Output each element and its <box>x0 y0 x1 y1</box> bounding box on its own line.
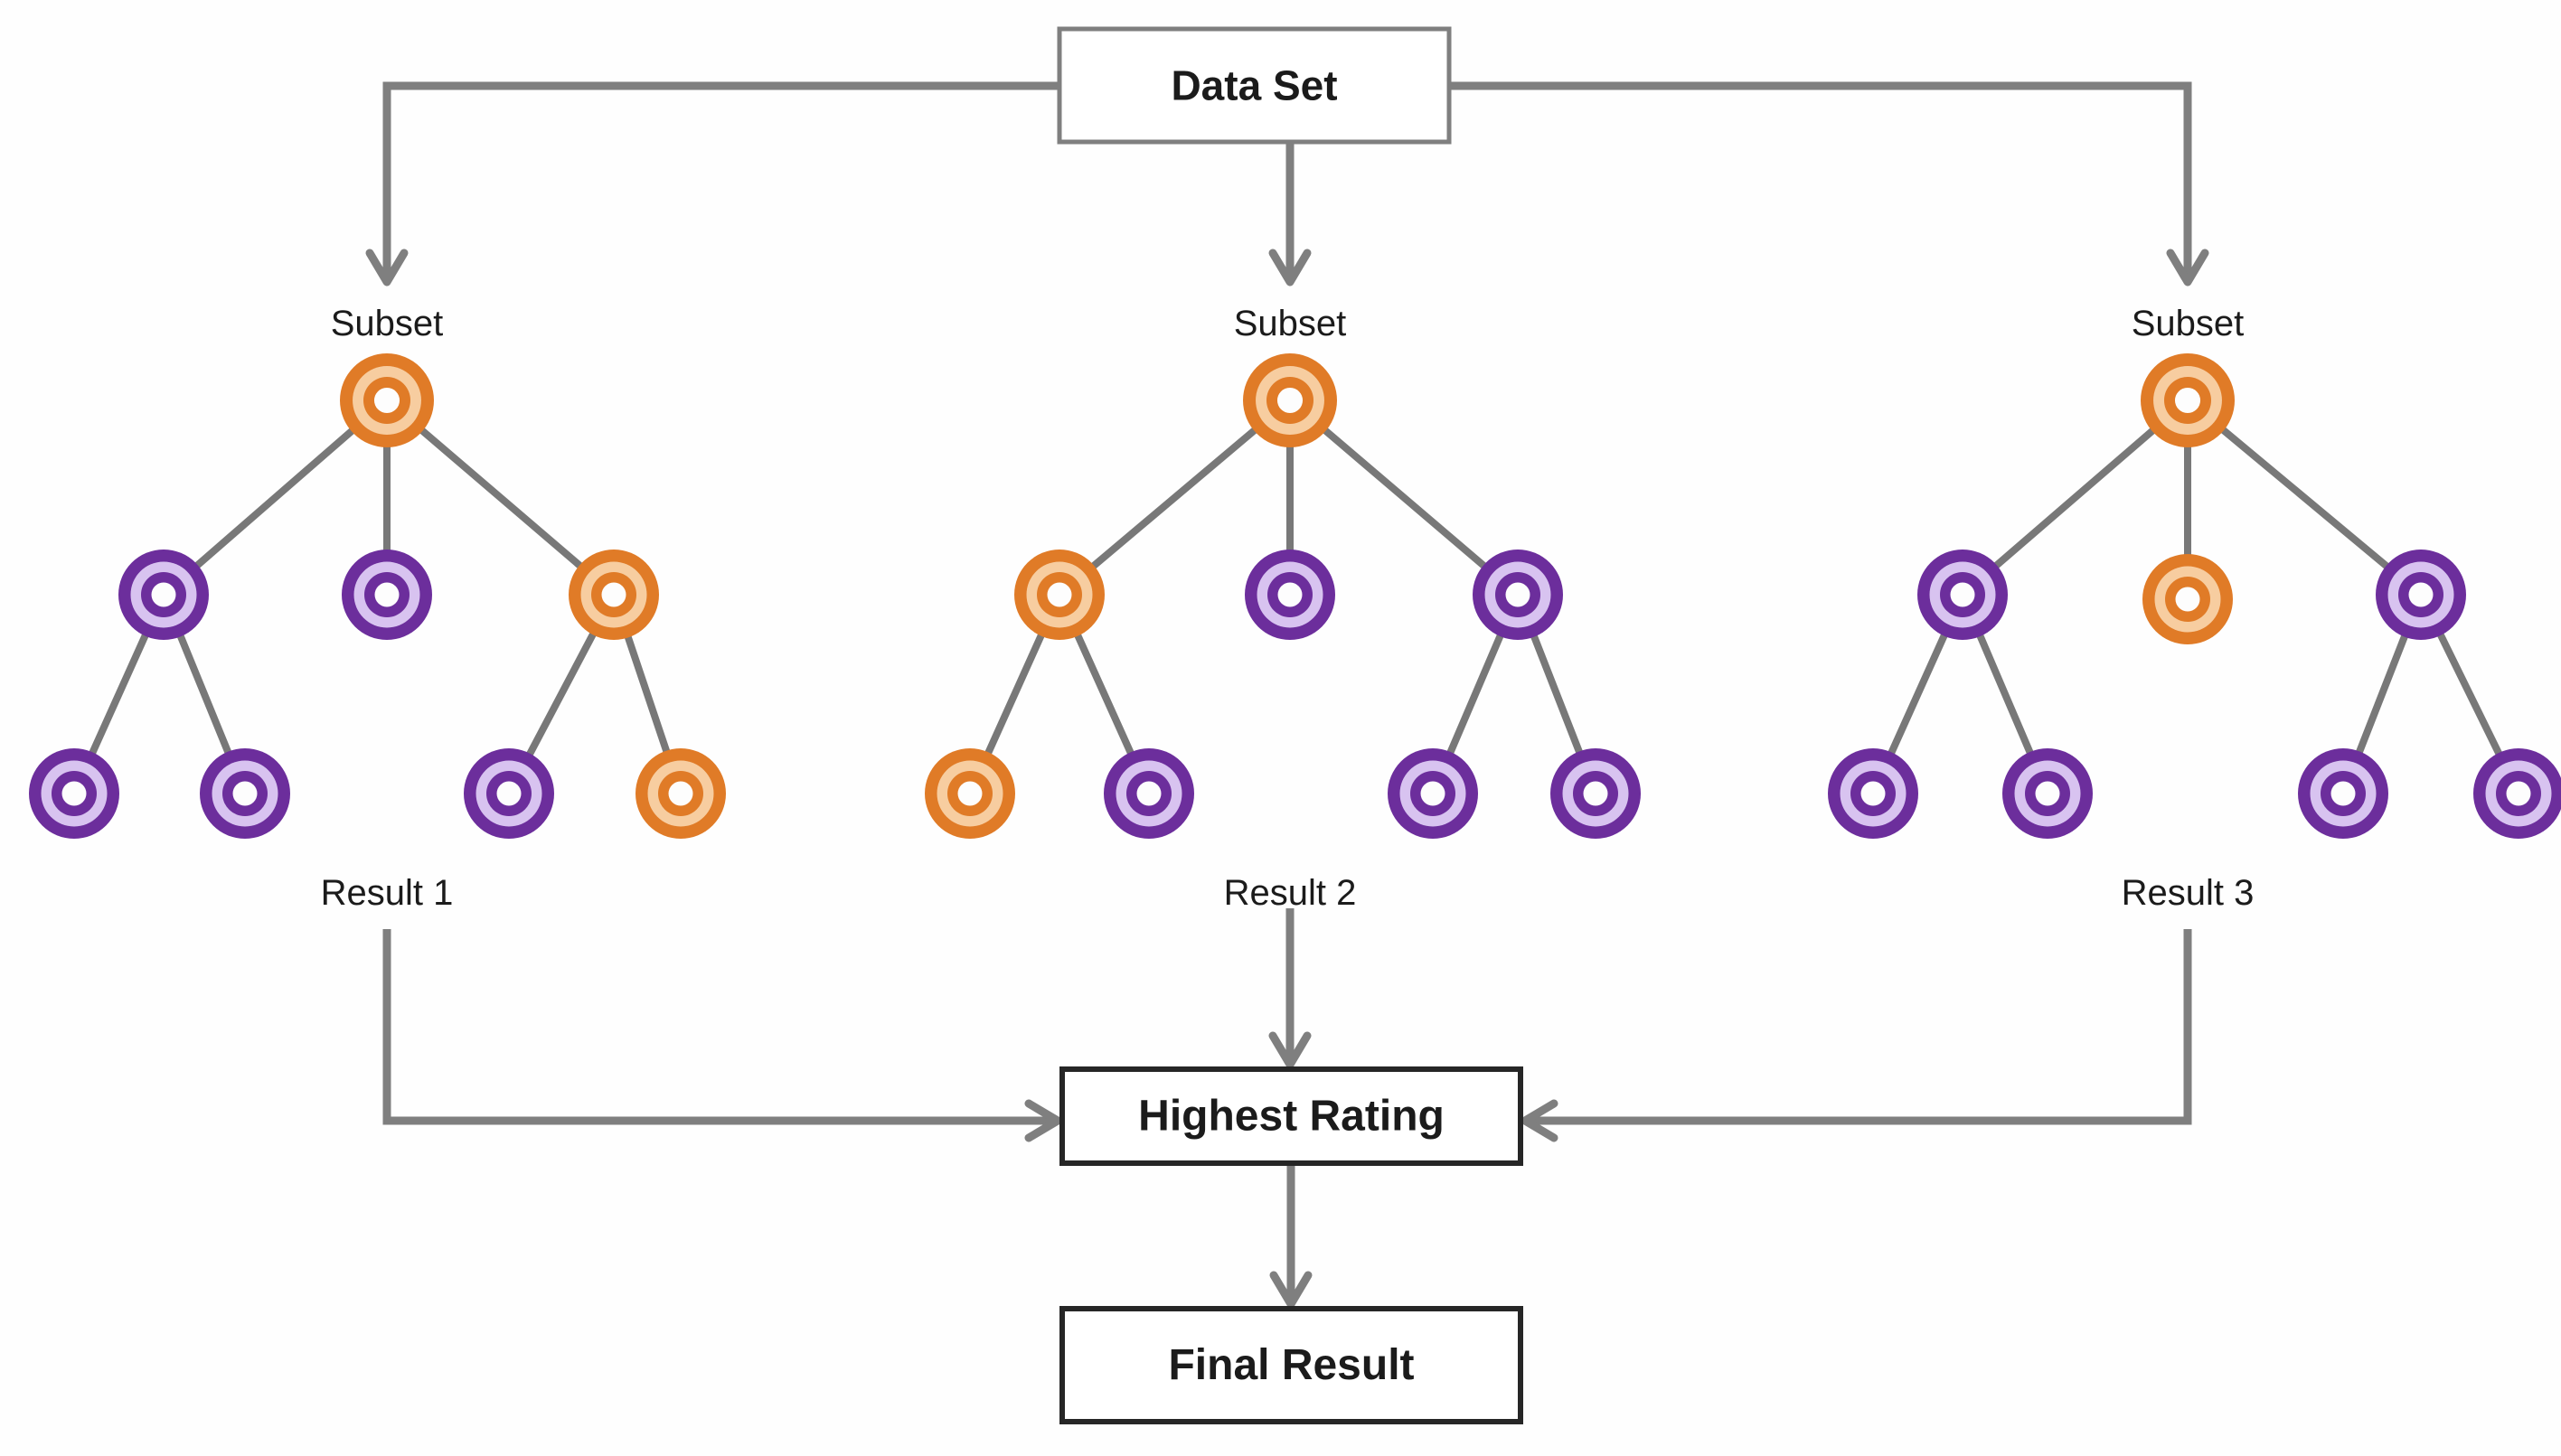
tree-node-orange <box>1243 353 1337 447</box>
tree-edge <box>1286 397 1521 598</box>
arrowhead-dataset-to-subset-2 <box>1268 249 1312 287</box>
tree-edge <box>2184 397 2424 598</box>
node-center <box>957 781 983 806</box>
node-center <box>2035 781 2060 806</box>
tree-node-purple <box>1828 748 1918 839</box>
node-center <box>1583 781 1608 806</box>
box-label-dataset: Data Set <box>1171 62 1337 109</box>
node-center <box>374 582 400 607</box>
tree-node-orange <box>925 748 1015 839</box>
box-rect-dataset <box>1057 26 1452 145</box>
arrowhead-highest-to-final <box>1269 1271 1313 1309</box>
tree-node-orange <box>340 353 434 447</box>
tree-node-orange <box>2141 353 2235 447</box>
box-rect-highest <box>1059 1066 1523 1166</box>
tree-node-orange <box>636 748 726 839</box>
node-center <box>1420 781 1445 806</box>
node-center <box>601 582 626 607</box>
tree-node-purple <box>1917 550 2008 640</box>
node-center <box>496 781 522 806</box>
node-center <box>1276 387 1304 414</box>
label-result-1: Result 1 <box>321 873 454 913</box>
tree-node-purple <box>1388 748 1478 839</box>
box-highest: Highest Rating <box>1059 1066 1523 1166</box>
connector-dataset-to-subset-3 <box>1449 81 2192 277</box>
box-label-highest: Highest Rating <box>1138 1093 1445 1141</box>
box-rect-final <box>1059 1306 1523 1424</box>
tree-edge <box>160 397 391 598</box>
tree-edge <box>1959 397 2191 598</box>
node-center <box>1950 582 1975 607</box>
tree-node-purple <box>1473 550 1563 640</box>
box-final: Final Result <box>1059 1306 1523 1424</box>
tree-node-orange <box>569 550 659 640</box>
tree-node-purple <box>1245 550 1335 640</box>
arrowhead-dataset-to-subset-1 <box>365 249 409 287</box>
node-center <box>2506 781 2531 806</box>
tree-node-purple <box>2376 550 2466 640</box>
tree-1 <box>29 353 726 839</box>
node-center <box>2408 582 2434 607</box>
tree-2 <box>925 353 1641 839</box>
tree-node-purple <box>2298 748 2388 839</box>
node-center <box>668 781 693 806</box>
tree-node-purple <box>342 550 432 640</box>
node-center <box>2174 387 2201 414</box>
tree-node-purple <box>118 550 209 640</box>
label-subset-3: Subset <box>2132 304 2245 343</box>
node-center <box>151 582 176 607</box>
arrowhead-dataset-to-subset-3 <box>2166 249 2209 287</box>
node-center <box>1277 582 1303 607</box>
tree-node-purple <box>2473 748 2561 839</box>
tree-node-orange <box>2142 554 2233 644</box>
tree-edge <box>1056 397 1294 598</box>
tree-node-purple <box>464 748 554 839</box>
tree-node-purple <box>1104 748 1194 839</box>
arrowhead-result-3-to-highest <box>1521 1099 1558 1142</box>
node-center <box>61 781 87 806</box>
node-center <box>232 781 258 806</box>
connector-result-3-to-highest <box>1530 929 2192 1125</box>
tree-node-purple <box>1550 748 1641 839</box>
node-center <box>1860 781 1886 806</box>
label-result-2: Result 2 <box>1224 873 1357 913</box>
connector-dataset-to-subset-1 <box>382 81 1059 277</box>
box-dataset: Data Set <box>1057 26 1452 145</box>
tree-edge <box>383 397 617 598</box>
tree-node-purple <box>29 748 119 839</box>
tree-3 <box>1828 353 2561 839</box>
label-result-3: Result 3 <box>2122 873 2255 913</box>
arrowhead-result-1-to-highest <box>1024 1099 1062 1142</box>
node-center <box>1505 582 1530 607</box>
tree-node-orange <box>1014 550 1105 640</box>
box-label-final: Final Result <box>1168 1341 1414 1389</box>
node-center <box>2330 781 2356 806</box>
node-center <box>1047 582 1072 607</box>
label-subset-1: Subset <box>331 304 444 343</box>
tree-node-purple <box>2002 748 2093 839</box>
tree-node-purple <box>200 748 290 839</box>
node-center <box>373 387 400 414</box>
node-center <box>1136 781 1162 806</box>
arrowhead-result-2-to-highest <box>1268 1031 1312 1069</box>
label-subset-2: Subset <box>1234 304 1347 343</box>
connector-result-1-to-highest <box>382 929 1053 1125</box>
node-center <box>2175 587 2200 612</box>
